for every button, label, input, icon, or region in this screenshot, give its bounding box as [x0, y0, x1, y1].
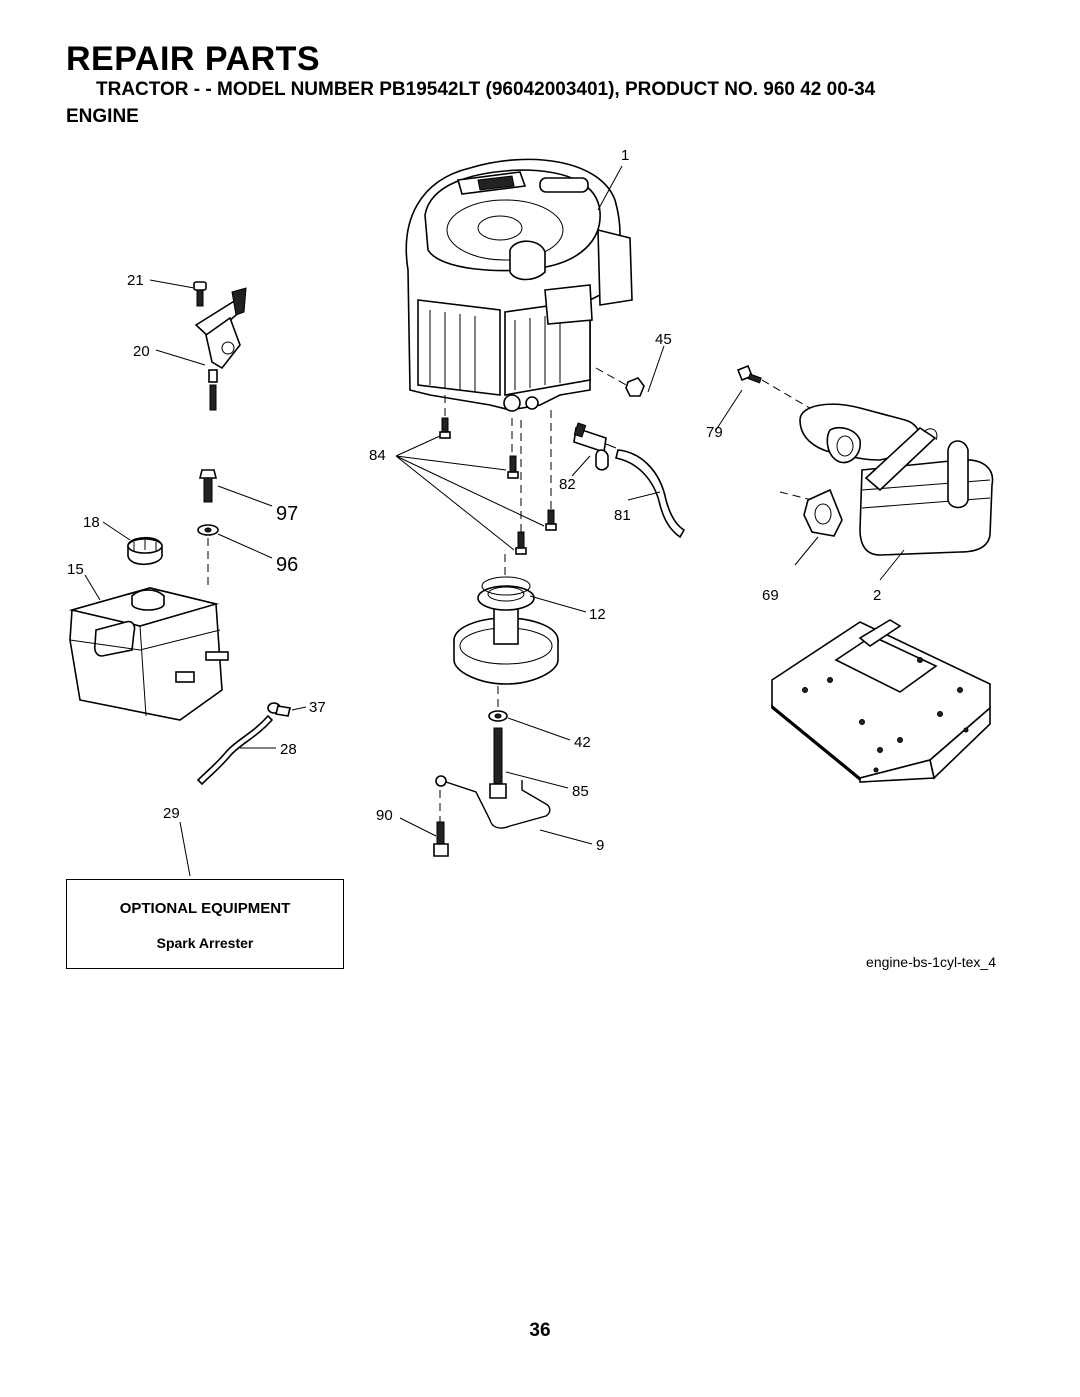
callout-45: 45 — [655, 331, 672, 348]
callout-2: 2 — [873, 587, 881, 604]
callout-84: 84 — [369, 447, 386, 464]
callout-1: 1 — [621, 147, 629, 164]
model-subtitle: TRACTOR - - MODEL NUMBER PB19542LT (9604… — [96, 79, 876, 100]
page-number: 36 — [529, 1320, 551, 1341]
callout-20: 20 — [133, 343, 150, 360]
fuel-line-part-81 — [615, 449, 686, 539]
fuel-hose-part-28 — [196, 714, 274, 786]
callout-37: 37 — [309, 699, 326, 716]
callout-69: 69 — [762, 587, 779, 604]
section-title: ENGINE — [66, 106, 139, 127]
callout-82: 82 — [559, 476, 576, 493]
gasket-part-69 — [803, 488, 843, 537]
screw-part-97 — [198, 469, 218, 503]
callout-21: 21 — [127, 272, 144, 289]
washer-part-96 — [197, 524, 219, 536]
nut-part-45 — [625, 377, 645, 397]
callout-85: 85 — [572, 783, 589, 800]
figure-id: engine-bs-1cyl-tex_4 — [866, 954, 996, 970]
throttle-bracket-part — [194, 287, 247, 411]
engine-mount-plate-part — [771, 619, 991, 783]
callout-90: 90 — [376, 807, 393, 824]
optional-equipment-title: OPTIONAL EQUIPMENT — [119, 900, 291, 917]
bolt-part-84-d — [515, 531, 527, 555]
callout-97: 97 — [276, 503, 298, 525]
fuel-filter-part-82 — [573, 422, 617, 471]
callout-12: 12 — [589, 606, 606, 623]
callout-96: 96 — [276, 554, 298, 576]
bolt-part-84-c — [545, 509, 557, 531]
callout-28: 28 — [280, 741, 297, 758]
clamp-part-37 — [267, 702, 291, 717]
bolt-part-79 — [736, 364, 762, 384]
callout-18: 18 — [83, 514, 100, 531]
callout-15: 15 — [67, 561, 84, 578]
page-title: REPAIR PARTS — [66, 40, 321, 78]
callout-79: 79 — [706, 424, 723, 441]
bolt-part-84-a — [439, 417, 451, 439]
optional-equipment-box: OPTIONAL EQUIPMENT Spark Arrester — [66, 879, 344, 969]
bracket-part-9 — [435, 775, 551, 829]
screw-part-21 — [193, 281, 207, 307]
pulley-part-12 — [453, 576, 559, 685]
engine-part — [405, 158, 633, 412]
screw-part-90 — [433, 821, 449, 857]
bolt-part-85 — [489, 727, 507, 799]
washer-part-42 — [488, 710, 508, 722]
muffler-part — [799, 403, 994, 556]
callout-42: 42 — [574, 734, 591, 751]
fuel-cap-part-18 — [127, 536, 163, 566]
bolt-part-84-b — [507, 455, 519, 479]
callout-29: 29 — [163, 805, 180, 822]
fuel-tank-part-15 — [68, 587, 229, 721]
callout-9: 9 — [596, 837, 604, 854]
callout-81: 81 — [614, 507, 631, 524]
spark-arrester-label: Spark Arrester — [156, 935, 254, 951]
